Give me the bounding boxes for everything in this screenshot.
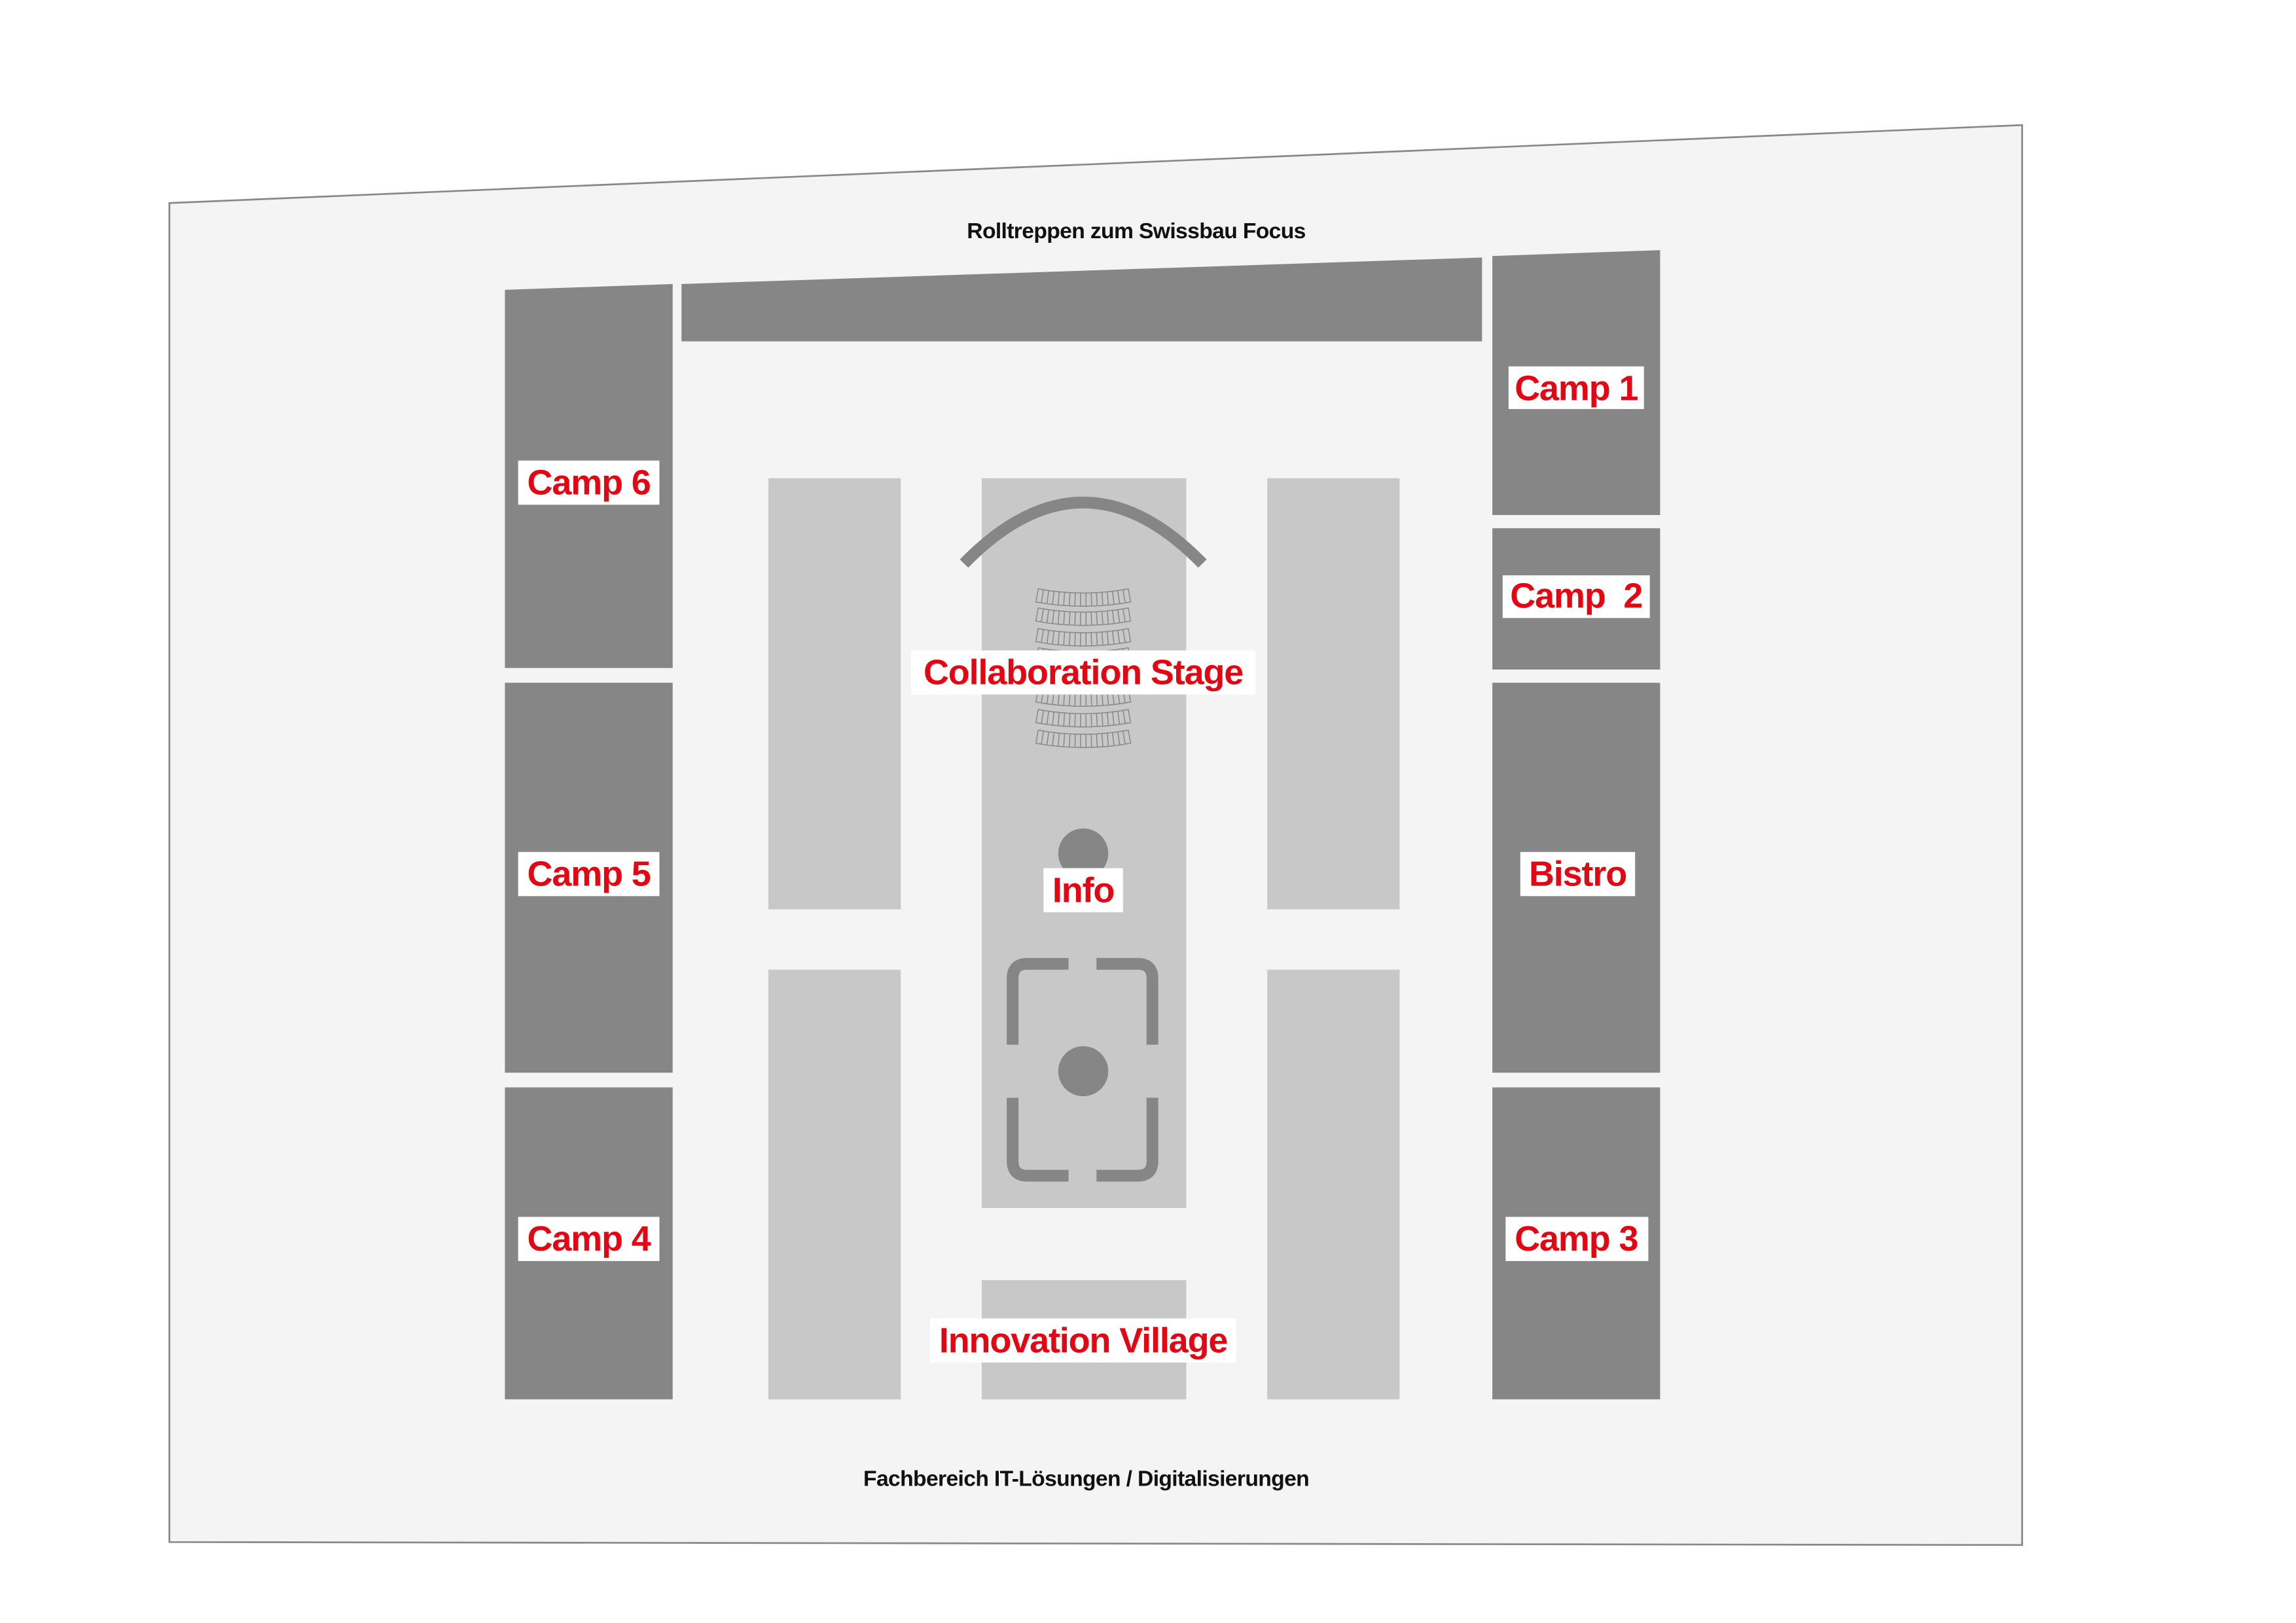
zone-left-bottom [768, 969, 901, 1400]
caption-it-solutions: Fachbereich IT-Lösungen / Digitalisierun… [863, 1467, 1309, 1491]
seat-row [1035, 588, 1132, 607]
label-innovation-village[interactable]: Innovation Village [939, 1321, 1229, 1360]
stage-arc-icon [960, 496, 1207, 568]
seat-row [1035, 709, 1132, 728]
lounge-brackets-icon [1007, 957, 1158, 1182]
caption-escalators: Rolltreppen zum Swissbau Focus [967, 219, 1305, 243]
label-camp-2[interactable]: Camp 2 [1510, 577, 1643, 616]
label-bistro[interactable]: Bistro [1529, 855, 1627, 894]
label-info[interactable]: Info [1052, 870, 1115, 910]
label-camp-6[interactable]: Camp 6 [528, 463, 651, 502]
info-point-icon [1058, 828, 1109, 879]
seat-row [1035, 628, 1132, 647]
label-camp-3[interactable]: Camp 3 [1515, 1219, 1638, 1258]
escalator-bar [681, 257, 1482, 342]
seat-row [1035, 607, 1132, 626]
zone-left-top [768, 478, 901, 910]
label-camp-1[interactable]: Camp 1 [1515, 369, 1638, 408]
label-camp-5[interactable]: Camp 5 [528, 855, 651, 894]
seat-row [1035, 729, 1132, 749]
zone-right-top [1267, 478, 1400, 910]
lounge-center-icon [1058, 1046, 1109, 1097]
zone-right-bottom [1267, 969, 1400, 1400]
label-collaboration-stage[interactable]: Collaboration Stage [924, 653, 1244, 692]
label-camp-4[interactable]: Camp 4 [528, 1219, 652, 1258]
